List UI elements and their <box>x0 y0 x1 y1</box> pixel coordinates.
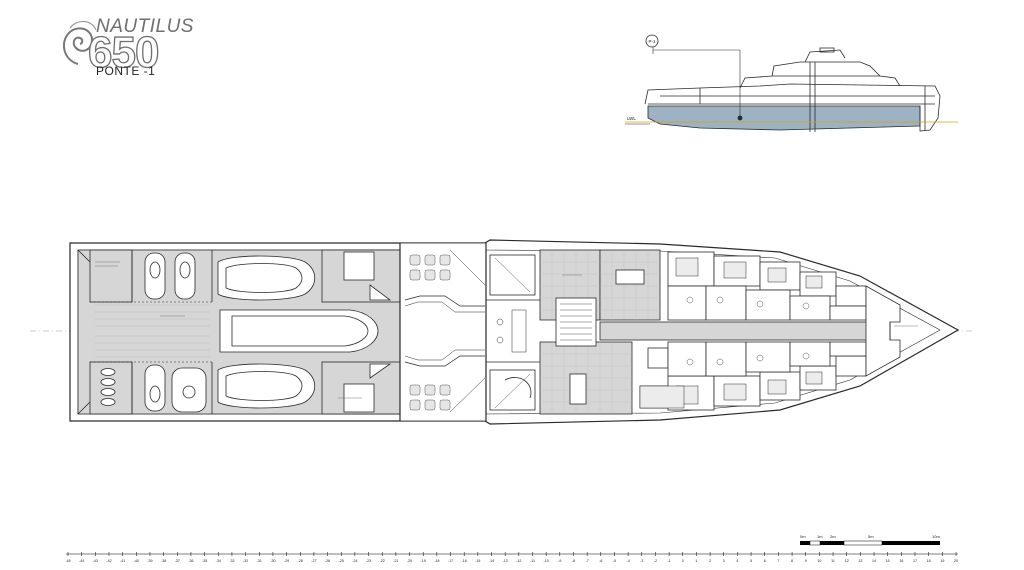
model-number: 650 <box>87 27 160 77</box>
ruler-tick-label: 10 <box>817 559 821 563</box>
seabob-group <box>100 368 116 406</box>
brand-logo: NAUTILUS 650 <box>58 14 208 84</box>
ruler-tick-label: -16 <box>462 559 467 563</box>
scale-label: 5m <box>868 534 874 539</box>
ruler-tick-label: -8 <box>572 559 575 563</box>
frame-ruler: -45-44-43-42-41-40-39-38-37-36-35-34-33-… <box>65 552 958 563</box>
ruler-tick-label: -25 <box>339 559 344 563</box>
ruler-tick-label: -2 <box>654 559 657 563</box>
ruler-tick-label: -7 <box>586 559 589 563</box>
deck-plan <box>69 239 960 425</box>
ruler-tick-label: -15 <box>475 559 480 563</box>
ruler-tick-label: -10 <box>544 559 549 563</box>
ruler-tick-label: -21 <box>393 559 398 563</box>
ruler-tick-label: -36 <box>188 559 193 563</box>
ruler-tick-label: -4 <box>627 559 630 563</box>
ruler-tick-label: 4 <box>736 559 738 563</box>
ruler-tick-label: -11 <box>530 559 535 563</box>
ruler-tick-label: -34 <box>216 559 221 563</box>
scale-label: 0m <box>800 534 806 539</box>
ruler-tick-label: -30 <box>270 559 275 563</box>
ruler-tick-label: 7 <box>777 559 779 563</box>
ruler-tick-label: -40 <box>134 559 139 563</box>
ruler-tick-label: 17 <box>913 559 917 563</box>
deck-label: PONTE -1 <box>96 64 156 78</box>
tender-group <box>217 255 379 409</box>
ruler-tick-label: -17 <box>448 559 453 563</box>
ruler-tick-label: -27 <box>311 559 316 563</box>
waterline-label: LWL <box>627 116 636 121</box>
ruler-tick-label: 2 <box>709 559 711 563</box>
ruler-tick-label: 14 <box>872 559 876 563</box>
callout-marker: P-1 <box>648 39 656 44</box>
ruler-tick-label: -1 <box>668 559 671 563</box>
ruler-tick-label: 15 <box>886 559 890 563</box>
scale-label: 10m <box>932 534 940 539</box>
ruler-tick-label: -26 <box>325 559 330 563</box>
ruler-tick-label: -5 <box>613 559 616 563</box>
nautilus-shell-icon <box>62 20 97 65</box>
ruler-tick-label: 11 <box>831 559 835 563</box>
ruler-tick-label: 9 <box>805 559 807 563</box>
ruler-tick-label: 12 <box>845 559 849 563</box>
ruler-tick-label: -42 <box>106 559 111 563</box>
ruler-tick-label: -38 <box>161 559 166 563</box>
ruler-tick-label: 6 <box>764 559 766 563</box>
ruler-tick-label: -13 <box>503 559 508 563</box>
ruler-tick-label: 20 <box>954 559 958 563</box>
jetski-group <box>144 252 207 413</box>
ruler-tick-label: -39 <box>147 559 152 563</box>
ruler-tick-label: 1 <box>695 559 697 563</box>
ruler-tick-label: -29 <box>284 559 289 563</box>
ruler-tick-label: -31 <box>257 559 262 563</box>
ruler-tick-label: -33 <box>229 559 234 563</box>
side-profile <box>625 34 958 132</box>
ruler-tick-label: 16 <box>899 559 903 563</box>
ruler-tick-label: -45 <box>65 559 70 563</box>
ruler-tick-label: -32 <box>243 559 248 563</box>
ruler-tick-label: -12 <box>516 559 521 563</box>
ruler-tick-label: -41 <box>120 559 125 563</box>
ruler-tick-label: 3 <box>723 559 725 563</box>
ruler-tick-label: -19 <box>421 559 426 563</box>
ruler-tick-label: -28 <box>298 559 303 563</box>
ruler-tick-label: -3 <box>640 559 643 563</box>
ruler-tick-label: 8 <box>791 559 793 563</box>
ruler-tick-label: -6 <box>599 559 602 563</box>
ruler-tick-label: -24 <box>352 559 357 563</box>
ruler-tick-label: -35 <box>202 559 207 563</box>
brand-name: NAUTILUS <box>96 16 194 37</box>
ruler-tick-label: -43 <box>93 559 98 563</box>
ruler-tick-label: -44 <box>79 559 84 563</box>
ruler-tick-label: -23 <box>366 559 371 563</box>
ruler-tick-label: 19 <box>940 559 944 563</box>
ruler-tick-label: -20 <box>407 559 412 563</box>
ruler-tick-label: -9 <box>558 559 561 563</box>
scale-bar <box>800 540 940 546</box>
room-label-marks <box>95 261 918 399</box>
ruler-tick-label: 5 <box>750 559 752 563</box>
ruler-tick-label: -22 <box>380 559 385 563</box>
ruler-tick-label: 18 <box>927 559 931 563</box>
scale-label: 2m <box>830 534 836 539</box>
ruler-tick-label: -37 <box>175 559 180 563</box>
ruler-tick-label: -18 <box>434 559 439 563</box>
ruler-tick-label: -14 <box>489 559 494 563</box>
scale-label: 1m <box>817 534 823 539</box>
ruler-tick-label: 0 <box>682 559 684 563</box>
ruler-tick-label: 13 <box>858 559 862 563</box>
